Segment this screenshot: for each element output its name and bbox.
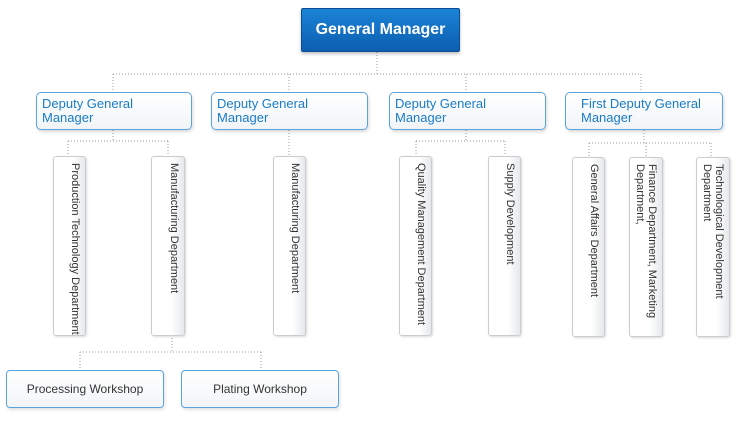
dept-supply-development: Supply Development [488,156,521,336]
dept-label: Technological Development Department [701,164,725,299]
dept-label: Production Technology Department [69,163,81,335]
general-manager-box: General Manager [301,8,460,52]
deputy-gm-label-1: Deputy General Manager [42,96,134,125]
dept-manufacturing-2: Manufacturing Department [273,156,306,336]
workshop-processing: Processing Workshop [6,370,164,408]
dept-manufacturing-1: Manufacturing Department [151,156,185,336]
deputy-gm-label-3: Deputy General Manager [395,96,487,125]
workshop-label: Plating Workshop [213,382,307,396]
dept-label: Manufacturing Department [168,163,180,294]
general-manager-label: General Manager [315,21,446,38]
workshop-label: Processing Workshop [26,382,144,396]
first-deputy-gm-label: First Deputy General Manager [581,96,701,125]
dept-production-technology: Production Technology Department [53,156,86,336]
dept-label: Manufacturing Department [289,163,301,294]
dept-general-affairs: General Affairs Department [572,157,605,337]
deputy-gm-box-3: Deputy General Manager [389,92,546,130]
workshop-plating: Plating Workshop [181,370,339,408]
deputy-gm-box-2: Deputy General Manager [211,92,368,130]
deputy-gm-box-1: Deputy General Manager [36,92,192,130]
dept-label: General Affairs Department [588,164,600,298]
dept-label: Finance Department, Marketing Department… [634,164,658,319]
dept-finance-marketing: Finance Department, Marketing Department… [629,157,663,337]
deputy-gm-label-2: Deputy General Manager [217,96,309,125]
first-deputy-gm-box: First Deputy General Manager [565,92,723,130]
dept-label: Quality Management Department [415,163,427,326]
dept-label: Supply Development [504,163,516,265]
dept-technological-development: Technological Development Department [696,157,730,337]
dept-quality-management: Quality Management Department [399,156,432,336]
